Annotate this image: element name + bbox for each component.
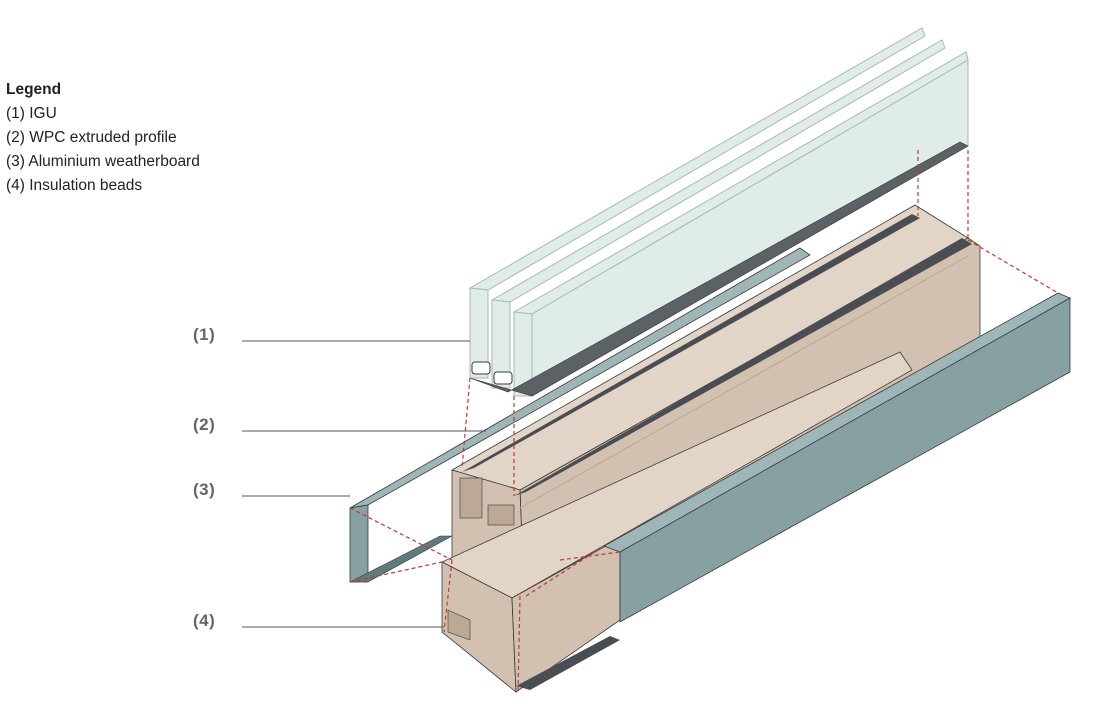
aluminium-right-face bbox=[619, 297, 1071, 623]
wpc-profile-lower bbox=[441, 351, 913, 693]
guide-line bbox=[525, 545, 605, 597]
legend-item-aluminium-weatherboard: (3) Aluminium weatherboard bbox=[6, 153, 200, 170]
callout-label-wpc-profile: (2) bbox=[193, 415, 216, 434]
callout-label-aluminium-weatherboard: (3) bbox=[193, 480, 216, 499]
gasket-rear bbox=[462, 214, 920, 472]
legend-item-insulation-beads: (4) Insulation beads bbox=[6, 177, 143, 194]
legend-item-wpc-profile: (2) WPC extruded profile bbox=[6, 129, 177, 146]
wpc-chamber-2 bbox=[487, 504, 515, 526]
guide-line bbox=[443, 559, 453, 633]
igu-glass-unit bbox=[468, 27, 969, 397]
legend-list: (1) IGU (2) WPC extruded profile (3) Alu… bbox=[6, 102, 200, 198]
callout-label-igu: (1) bbox=[193, 325, 216, 344]
guide-line bbox=[349, 561, 443, 583]
guide-line bbox=[461, 377, 471, 469]
guide-line bbox=[967, 239, 1059, 294]
guide-line bbox=[559, 551, 621, 561]
callout-label-insulation-beads: (4) bbox=[193, 611, 216, 630]
guide-line bbox=[349, 507, 453, 561]
aluminium-weatherboard-right bbox=[603, 292, 1071, 623]
legend-title: Legend bbox=[6, 81, 62, 98]
legend-item-igu: (1) IGU bbox=[6, 105, 57, 122]
glass-pane-middle-face bbox=[491, 299, 511, 389]
insulation-bead-chamber bbox=[447, 609, 471, 641]
gasket-front bbox=[514, 238, 972, 496]
aluminium-left-front-face bbox=[349, 504, 369, 583]
alignment-guides bbox=[349, 150, 1059, 693]
insulation-bead-strip bbox=[516, 636, 620, 690]
igu-spacer-2 bbox=[493, 371, 513, 385]
callout-leader-lines bbox=[242, 340, 486, 628]
igu-spacer-1 bbox=[471, 361, 491, 375]
glazing-gaskets bbox=[462, 214, 972, 496]
legend: Legend (1) IGU (2) WPC extruded profile … bbox=[6, 78, 200, 198]
guide-line bbox=[517, 595, 521, 693]
glass-pane-rear-face bbox=[469, 287, 489, 379]
wpc-chamber-1 bbox=[459, 477, 483, 519]
wpc-groove-line bbox=[519, 255, 969, 509]
